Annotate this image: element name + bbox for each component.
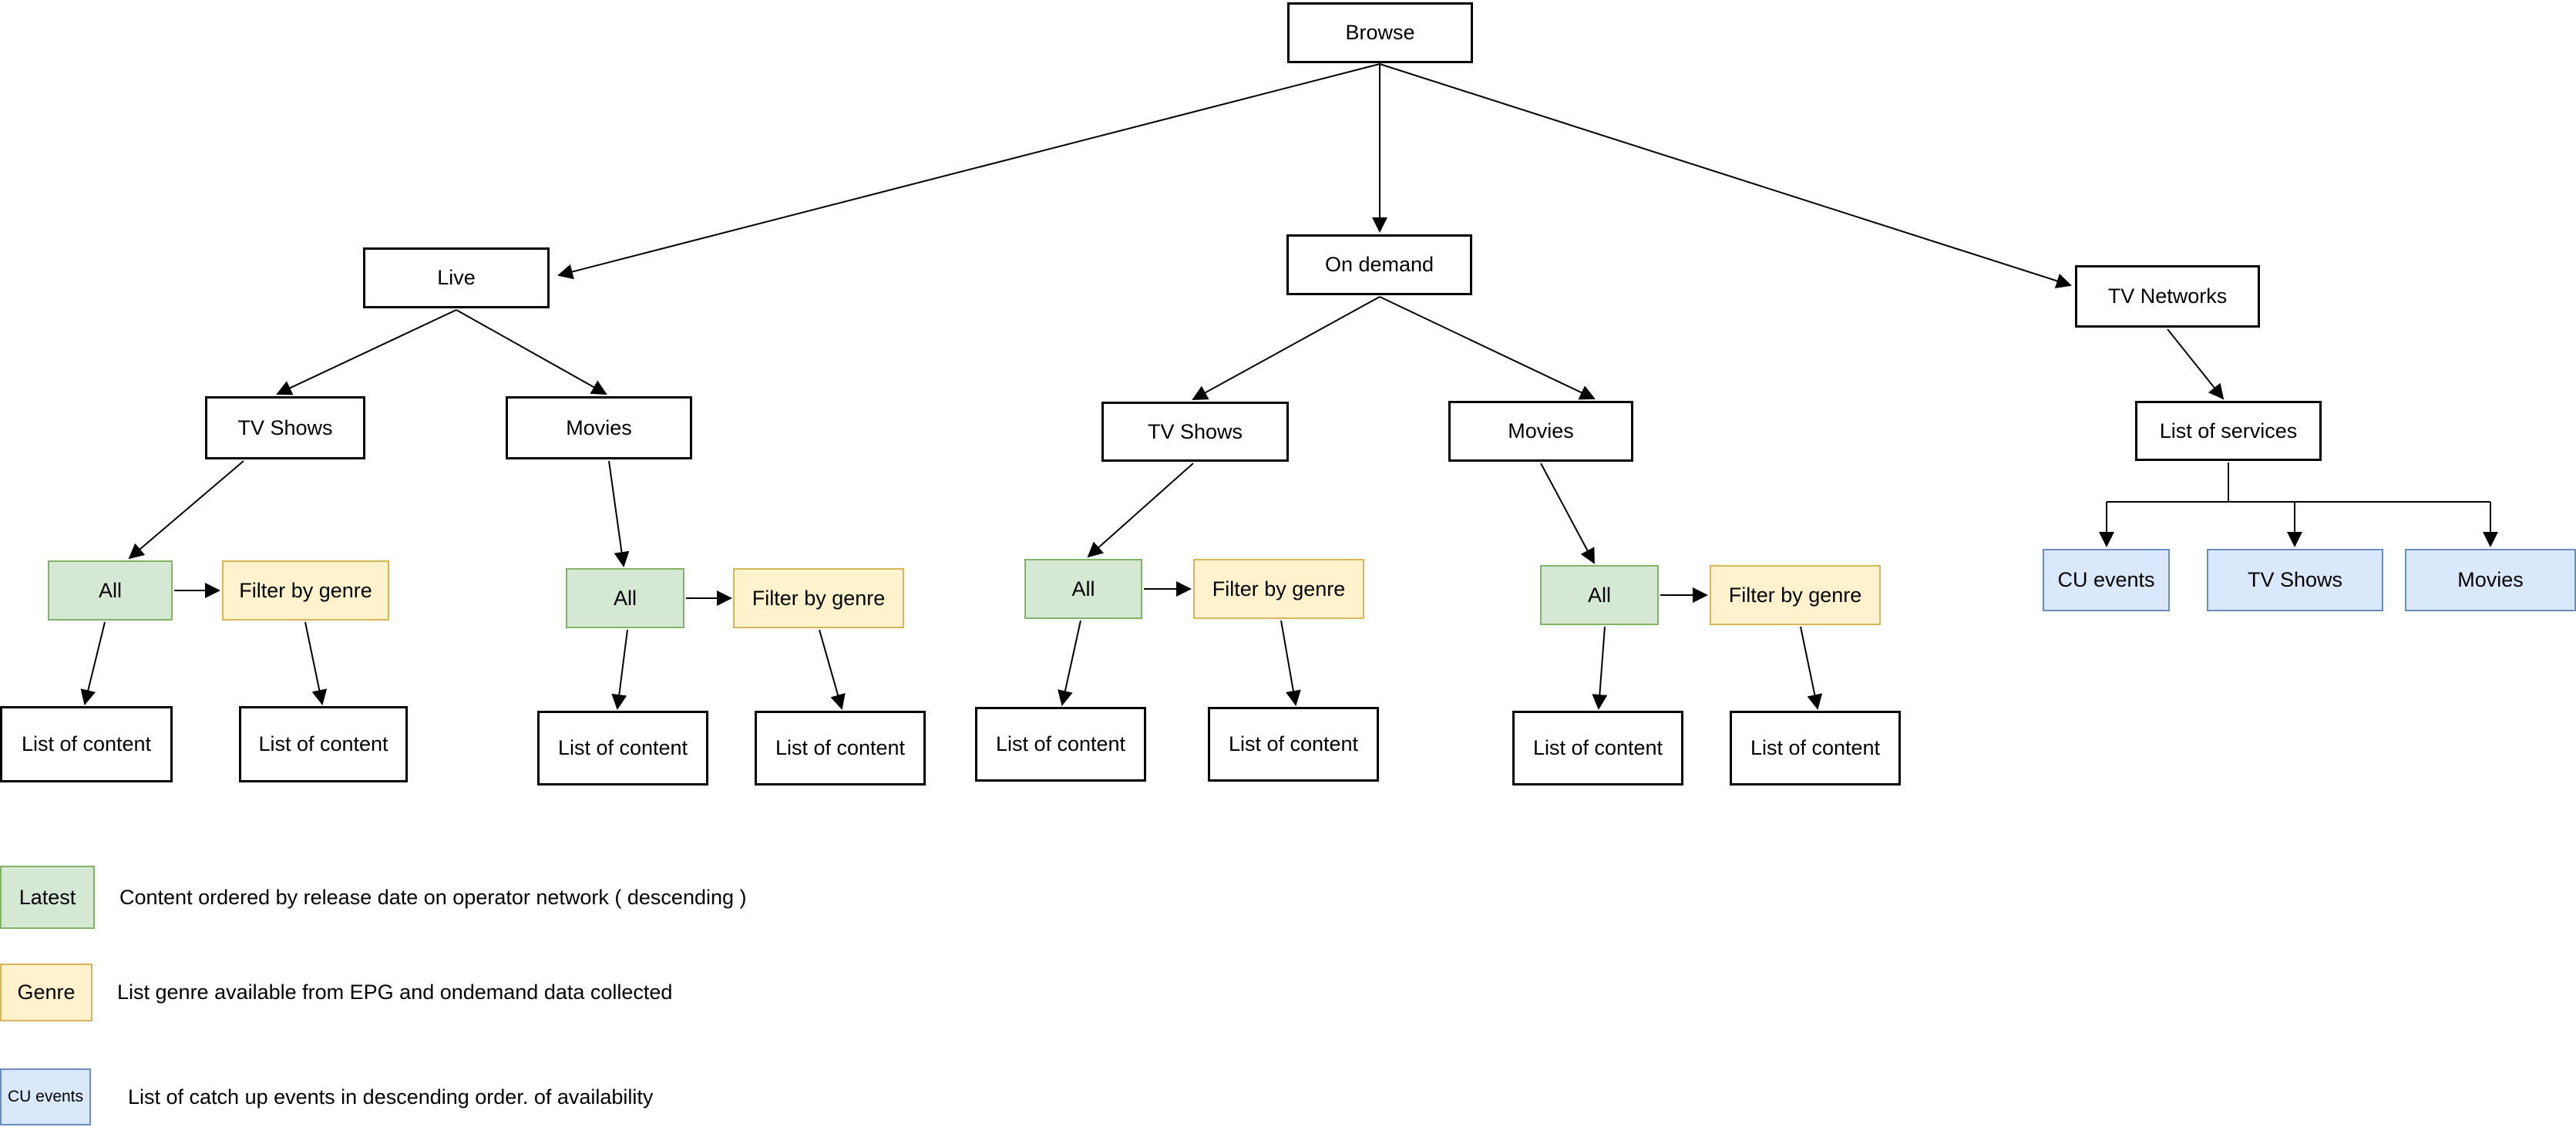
node-network-movies-label: Movies: [2457, 568, 2524, 591]
edge-all1-loc1: [80, 621, 106, 705]
edge-browse-live: [557, 63, 1380, 280]
node-live-movies-all-label: All: [613, 586, 637, 610]
node-live-tvshows-all[interactable]: All: [48, 560, 173, 621]
node-live-tvshows-filter-label: Filter by genre: [239, 578, 372, 602]
node-cu-events-label: CU events: [2057, 568, 2155, 591]
node-list-of-content-5[interactable]: List of content: [975, 707, 1146, 782]
edge-odmovies-all: [1540, 463, 1595, 564]
node-list-of-content-5-label: List of content: [995, 732, 1126, 755]
node-list-of-content-3-label: List of content: [557, 736, 688, 759]
node-tv-networks[interactable]: TV Networks: [2075, 265, 2260, 328]
edge-all2-loc3: [611, 629, 628, 710]
node-ondemand-tv-shows[interactable]: TV Shows: [1101, 402, 1289, 462]
edge-browse-tvnetworks: [1379, 63, 2072, 289]
edge-live-tvshows: [276, 309, 457, 395]
edge-tvnetworks-listservices: [2167, 328, 2225, 400]
node-live-movies-label: Movies: [566, 415, 632, 439]
legend-description-latest: Content ordered by release date on opera…: [119, 885, 747, 909]
node-list-of-content-3[interactable]: List of content: [537, 711, 708, 786]
node-network-movies[interactable]: Movies: [2405, 549, 2576, 611]
node-list-of-content-1[interactable]: List of content: [0, 706, 173, 782]
legend-swatch-latest-label: Latest: [18, 885, 76, 909]
node-live-tvshows-filter-by-genre[interactable]: Filter by genre: [222, 560, 389, 621]
edge-ondemand-tvshows: [1192, 296, 1380, 400]
node-live-movies-all[interactable]: All: [566, 568, 684, 628]
node-browse[interactable]: Browse: [1287, 2, 1473, 63]
node-live-label: Live: [437, 266, 476, 289]
node-list-of-content-7[interactable]: List of content: [1512, 711, 1683, 786]
node-ondemand-tvshows-filter-label: Filter by genre: [1212, 577, 1346, 601]
node-list-of-content-1-label: List of content: [21, 732, 152, 755]
node-list-of-content-4-label: List of content: [775, 736, 906, 759]
node-list-of-content-8[interactable]: List of content: [1730, 711, 1901, 786]
legend-swatch-cu-events-label: CU events: [7, 1088, 84, 1105]
edge-filter4-loc8: [1800, 626, 1823, 710]
node-live-tv-shows-label: TV Shows: [237, 415, 333, 439]
edge-ondemand-movies: [1379, 296, 1596, 400]
legend-swatch-genre-label: Genre: [17, 981, 76, 1004]
node-list-of-content-7-label: List of content: [1532, 736, 1663, 759]
node-ondemand-movies-filter-by-genre[interactable]: Filter by genre: [1710, 565, 1881, 625]
legend-description-genre: List genre available from EPG and ondema…: [117, 981, 673, 1004]
edge-filter2-loc4: [819, 629, 846, 710]
edge-all3-loc5: [1058, 620, 1081, 706]
node-list-of-content-6-label: List of content: [1228, 732, 1359, 755]
edge-odtvshows-all: [1087, 463, 1194, 558]
node-list-of-services-label: List of services: [2159, 419, 2298, 442]
node-ondemand-movies[interactable]: Movies: [1448, 401, 1633, 462]
node-live-movies-filter-label: Filter by genre: [752, 586, 886, 610]
node-list-of-content-8-label: List of content: [1750, 736, 1881, 759]
node-list-of-content-2[interactable]: List of content: [239, 706, 408, 782]
node-ondemand-movies-all[interactable]: All: [1540, 565, 1659, 625]
node-list-of-content-2-label: List of content: [258, 732, 388, 755]
node-live[interactable]: Live: [363, 247, 550, 308]
node-ondemand-movies-label: Movies: [1508, 419, 1574, 442]
legend-description-cu-events: List of catch up events in descending or…: [128, 1085, 654, 1108]
edge-filter1-loc2: [304, 621, 328, 705]
node-ondemand-movies-all-label: All: [1587, 583, 1611, 607]
node-ondemand-tvshows-filter-by-genre[interactable]: Filter by genre: [1193, 559, 1364, 619]
legend-swatch-latest[interactable]: Latest: [0, 866, 95, 929]
node-live-tv-shows[interactable]: TV Shows: [205, 396, 365, 459]
legend-swatch-cu-events[interactable]: CU events: [0, 1068, 91, 1125]
node-cu-events[interactable]: CU events: [2043, 549, 2170, 611]
node-list-of-content-6[interactable]: List of content: [1208, 707, 1379, 782]
node-ondemand-tv-shows-label: TV Shows: [1147, 419, 1243, 443]
node-on-demand-label: On demand: [1324, 253, 1434, 276]
node-tv-networks-label: TV Networks: [2107, 284, 2228, 308]
legend-swatch-genre[interactable]: Genre: [0, 964, 92, 1021]
node-ondemand-tvshows-all-label: All: [1071, 577, 1095, 601]
edge-all4-loc7: [1592, 626, 1608, 710]
node-live-movies[interactable]: Movies: [506, 396, 692, 459]
node-browse-label: Browse: [1345, 21, 1415, 44]
edge-livemovies-all: [608, 460, 630, 567]
node-on-demand[interactable]: On demand: [1286, 234, 1472, 295]
node-network-tv-shows-label: TV Shows: [2247, 568, 2343, 591]
node-ondemand-movies-filter-label: Filter by genre: [1728, 583, 1862, 607]
node-live-movies-filter-by-genre[interactable]: Filter by genre: [733, 568, 904, 628]
node-list-of-services[interactable]: List of services: [2135, 401, 2322, 461]
edge-live-movies: [456, 309, 607, 395]
node-list-of-content-4[interactable]: List of content: [755, 711, 926, 786]
node-network-tv-shows[interactable]: TV Shows: [2207, 549, 2383, 611]
node-ondemand-tvshows-all[interactable]: All: [1024, 559, 1142, 619]
edge-livetvshows-all: [128, 460, 244, 560]
node-live-tvshows-all-label: All: [98, 578, 122, 602]
edge-filter3-loc6: [1280, 620, 1301, 706]
